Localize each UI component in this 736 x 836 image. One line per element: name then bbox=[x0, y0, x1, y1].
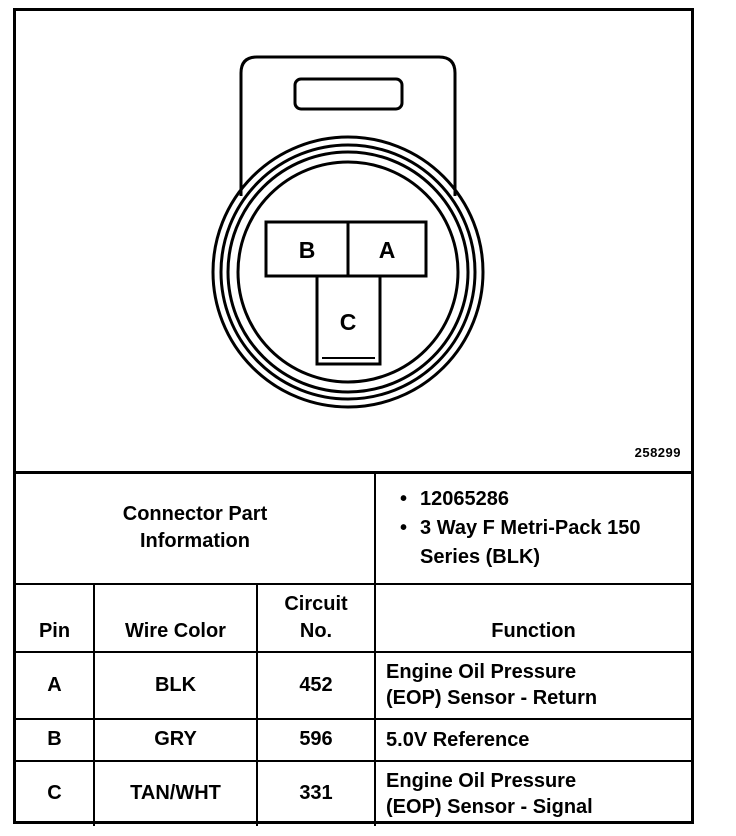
pin-cell: A bbox=[16, 650, 95, 720]
latch-slot bbox=[293, 77, 404, 111]
pin-c-cavity bbox=[315, 274, 382, 366]
circuit-cell: 596 bbox=[255, 717, 377, 762]
pin-cell: C bbox=[16, 759, 95, 826]
function-cell: Engine Oil Pressure (EOP) Sensor - Retur… bbox=[374, 650, 691, 720]
connector-info-sheet: B A C 258299 Connector Part Information … bbox=[13, 8, 694, 826]
wire-color-cell: TAN/WHT bbox=[93, 759, 258, 826]
pin-c-label: C bbox=[340, 309, 357, 335]
part-info-values: 12065286 3 Way F Metri-Pack 150 Series (… bbox=[374, 471, 691, 585]
part-description: 3 Way F Metri-Pack 150 bbox=[400, 514, 691, 543]
figure-number: 258299 bbox=[634, 445, 681, 460]
header-pin: Pin bbox=[16, 582, 95, 653]
wire-color-cell: BLK bbox=[93, 650, 258, 720]
connector-pinout-table: Connector Part Information 12065286 3 Wa… bbox=[16, 471, 691, 826]
part-number: 12065286 bbox=[400, 485, 691, 514]
inner-ring bbox=[226, 150, 470, 394]
connector-face bbox=[236, 160, 460, 384]
table-row: A BLK 452 Engine Oil Pressure (EOP) Sens… bbox=[16, 650, 691, 720]
part-series: Series (BLK) bbox=[420, 545, 541, 568]
middle-ring bbox=[219, 143, 477, 401]
connector-end-view-diagram: B A C bbox=[211, 55, 485, 409]
circuit-cell: 452 bbox=[255, 650, 377, 720]
function-cell: 5.0V Reference bbox=[374, 717, 691, 762]
part-info-row: Connector Part Information 12065286 3 Wa… bbox=[16, 471, 691, 585]
connector-latch-tab bbox=[239, 55, 457, 196]
header-circuit-no: Circuit No. bbox=[255, 582, 377, 653]
pin-cell: B bbox=[16, 717, 95, 762]
circuit-cell: 331 bbox=[255, 759, 377, 826]
header-function: Function bbox=[374, 582, 691, 653]
table-row: C TAN/WHT 331 Engine Oil Pressure (EOP) … bbox=[16, 759, 691, 826]
pin-a-cavity bbox=[346, 220, 428, 278]
header-row: Pin Wire Color Circuit No. Function bbox=[16, 582, 691, 653]
outer-ring bbox=[211, 135, 485, 409]
header-wire-color: Wire Color bbox=[93, 582, 258, 653]
pin-a-label: A bbox=[379, 237, 396, 263]
pin-b-label: B bbox=[299, 237, 316, 263]
wire-color-cell: GRY bbox=[93, 717, 258, 762]
part-info-label: Connector Part Information bbox=[16, 471, 377, 585]
function-cell: Engine Oil Pressure (EOP) Sensor - Signa… bbox=[374, 759, 691, 826]
table-row: B GRY 596 5.0V Reference bbox=[16, 717, 691, 762]
